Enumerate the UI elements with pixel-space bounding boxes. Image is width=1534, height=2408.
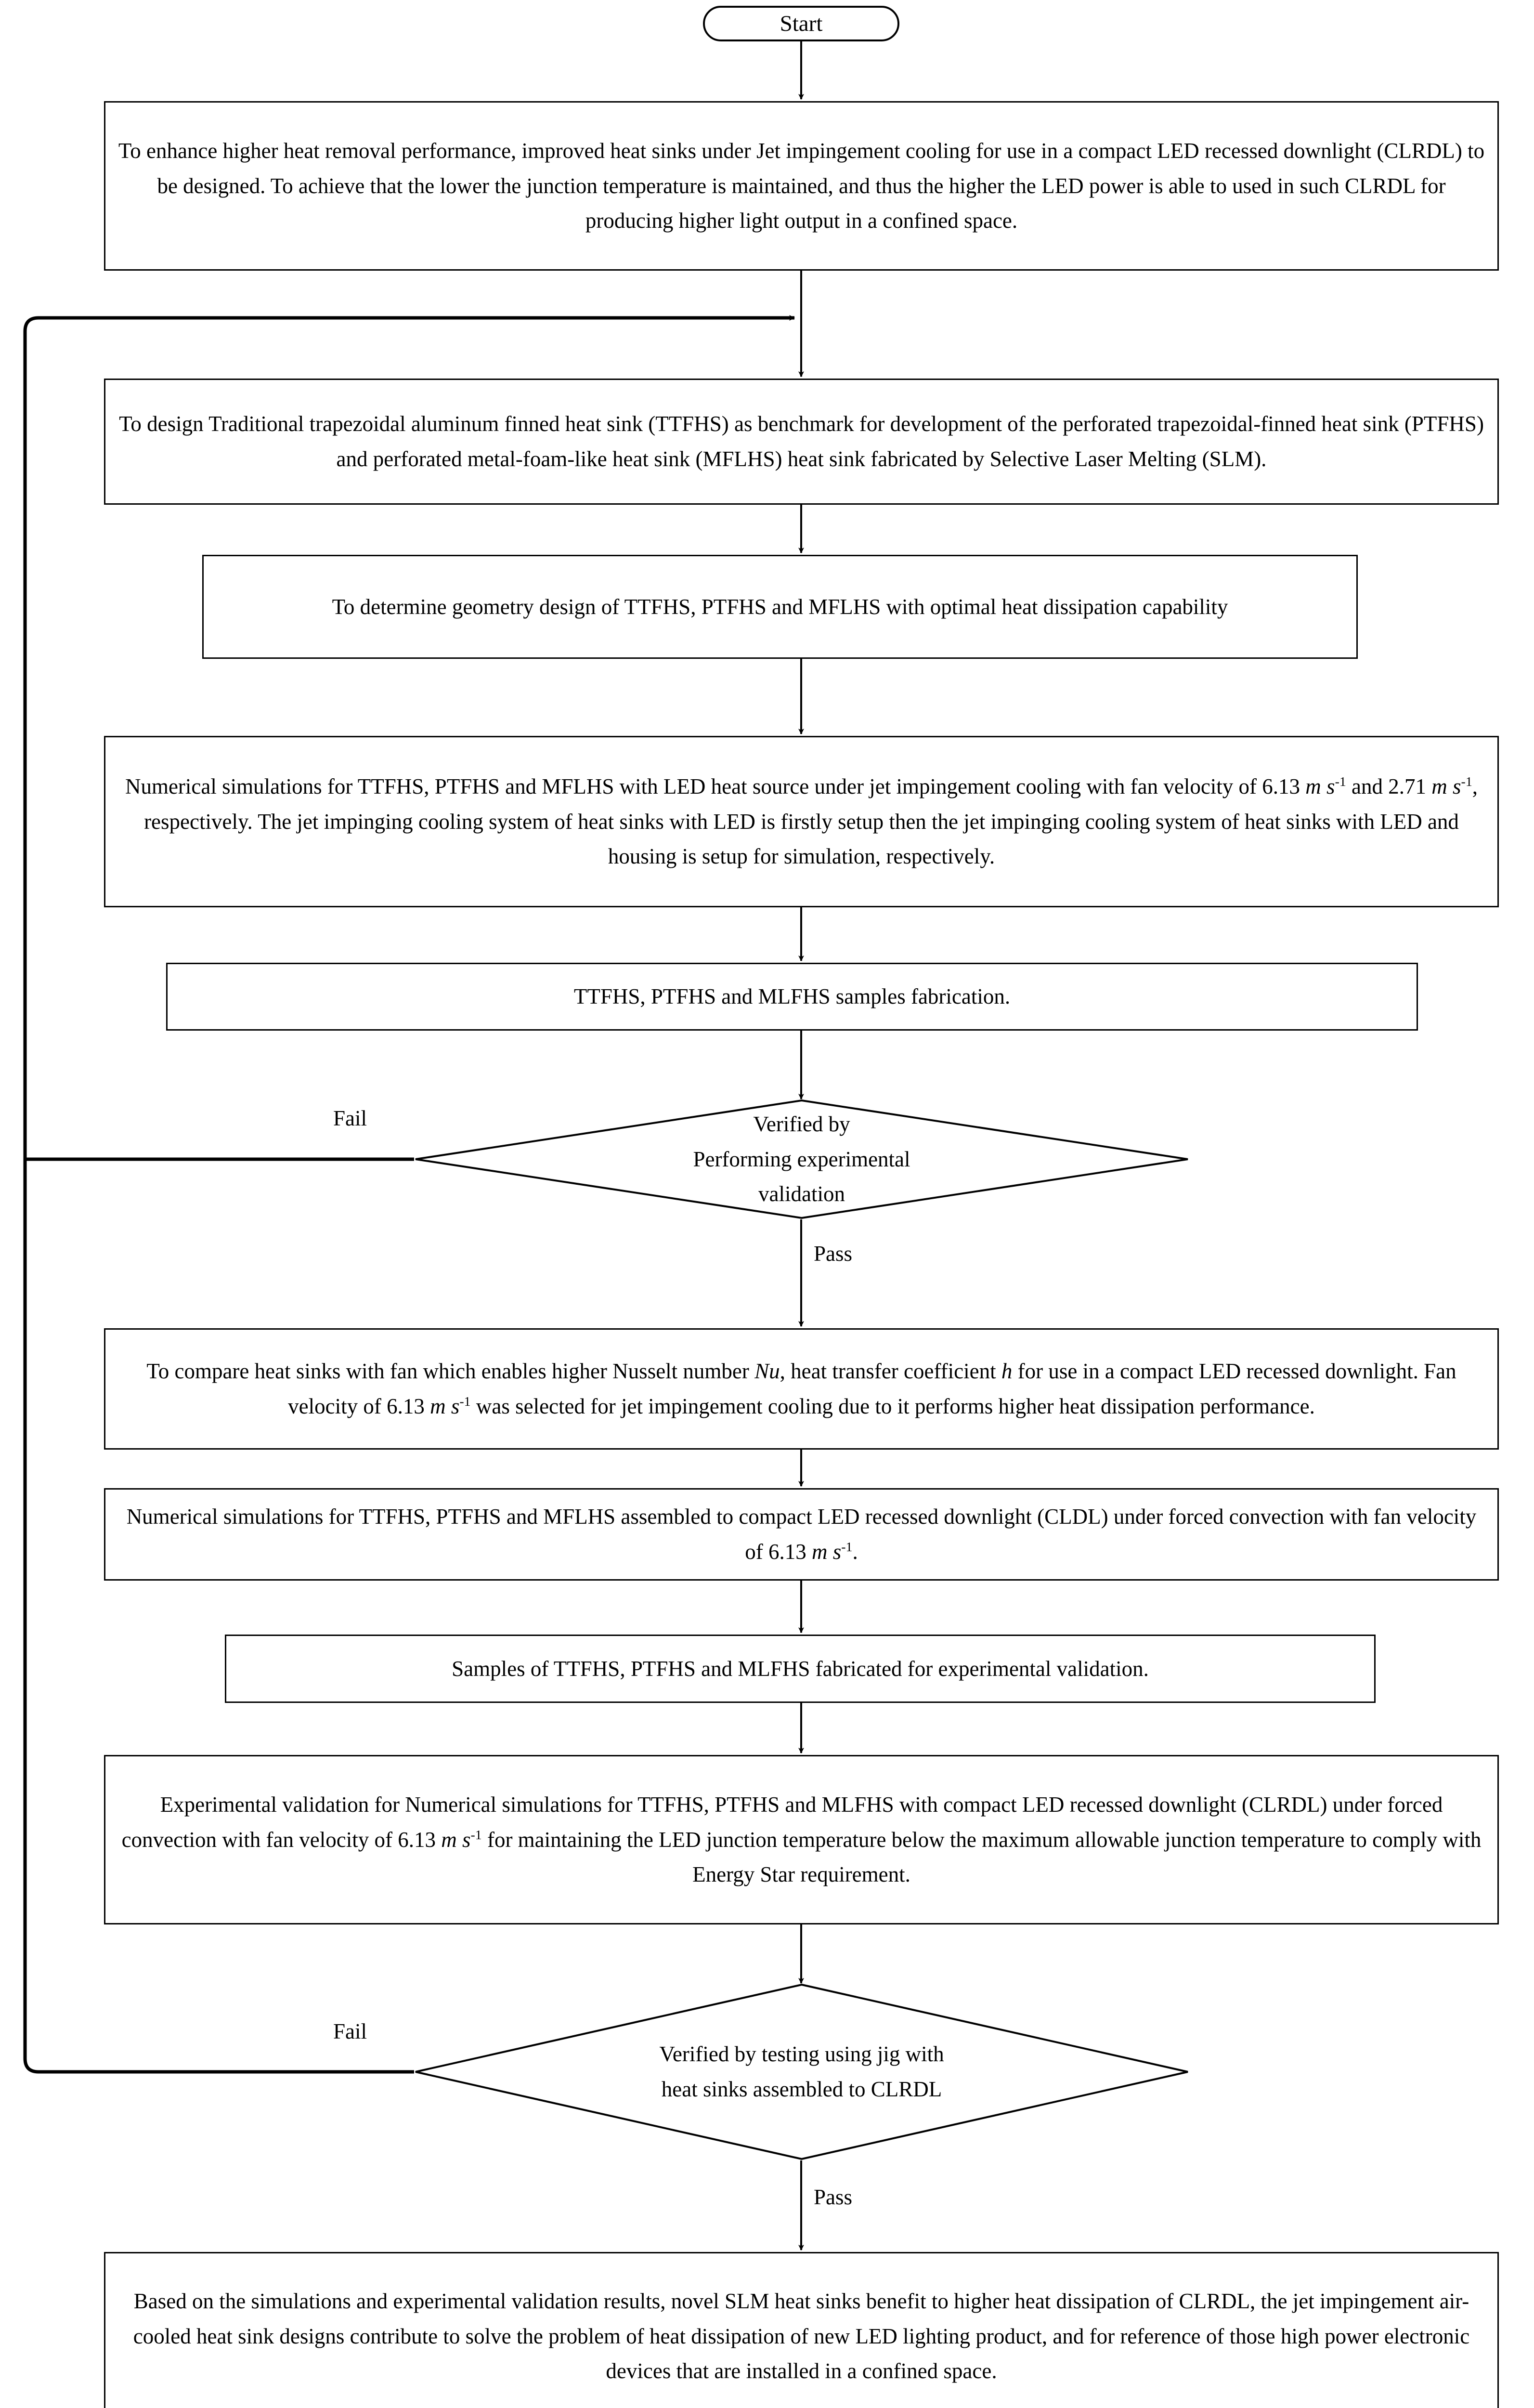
fabrication-2-label: Samples of TTFHS, PTFHS and MLFHS fabric… (452, 1656, 1149, 1681)
node-simulation-2[interactable]: Numerical simulations for TTFHS, PTFHS a… (104, 1488, 1499, 1581)
compare-label: To compare heat sinks with fan which ena… (146, 1359, 1456, 1418)
node-fabrication-2[interactable]: Samples of TTFHS, PTFHS and MLFHS fabric… (225, 1635, 1376, 1703)
decision-1-pass-label: Pass (814, 1242, 853, 1266)
node-simulation-1[interactable]: Numerical simulations for TTFHS, PTFHS a… (104, 736, 1499, 907)
decision-2-shape (415, 1983, 1188, 2160)
decision-2-pass-label: Pass (814, 2185, 853, 2209)
conclusion-label: Based on the simulations and experimenta… (133, 2289, 1470, 2383)
start-label: Start (780, 11, 823, 36)
node-start[interactable]: Start (703, 6, 899, 41)
validation-label: Experimental validation for Numerical si… (121, 1792, 1482, 1887)
node-conclusion[interactable]: Based on the simulations and experimenta… (104, 2252, 1499, 2408)
node-decision-1[interactable]: Verified by Performing experimental vali… (414, 1099, 1189, 1219)
geometry-label: To determine geometry design of TTFHS, P… (332, 594, 1228, 619)
node-fabrication-1[interactable]: TTFHS, PTFHS and MLFHS samples fabricati… (166, 963, 1418, 1031)
node-validation[interactable]: Experimental validation for Numerical si… (104, 1755, 1499, 1924)
design-label: To design Traditional trapezoidal alumin… (119, 412, 1484, 471)
node-decision-2[interactable]: Verified by testing using jig with heat … (414, 1983, 1189, 2160)
decision-2-label: Verified by testing using jig with heat … (659, 2042, 944, 2101)
decision-1-label: Verified by Performing experimental vali… (693, 1112, 910, 1206)
simulation-1-label: Numerical simulations for TTFHS, PTFHS a… (125, 774, 1478, 869)
decision-2-fail-label: Fail (333, 2019, 367, 2043)
decision-1-fail-label: Fail (333, 1106, 367, 1130)
node-objective[interactable]: To enhance higher heat removal performan… (104, 101, 1499, 271)
fabrication-1-label: TTFHS, PTFHS and MLFHS samples fabricati… (573, 984, 1011, 1009)
objective-label: To enhance higher heat removal performan… (118, 138, 1485, 233)
node-compare[interactable]: To compare heat sinks with fan which ena… (104, 1328, 1499, 1450)
decision-1-shape (415, 1099, 1188, 1219)
node-geometry[interactable]: To determine geometry design of TTFHS, P… (202, 555, 1358, 659)
node-design[interactable]: To design Traditional trapezoidal alumin… (104, 379, 1499, 505)
simulation-2-label: Numerical simulations for TTFHS, PTFHS a… (126, 1505, 1477, 1564)
